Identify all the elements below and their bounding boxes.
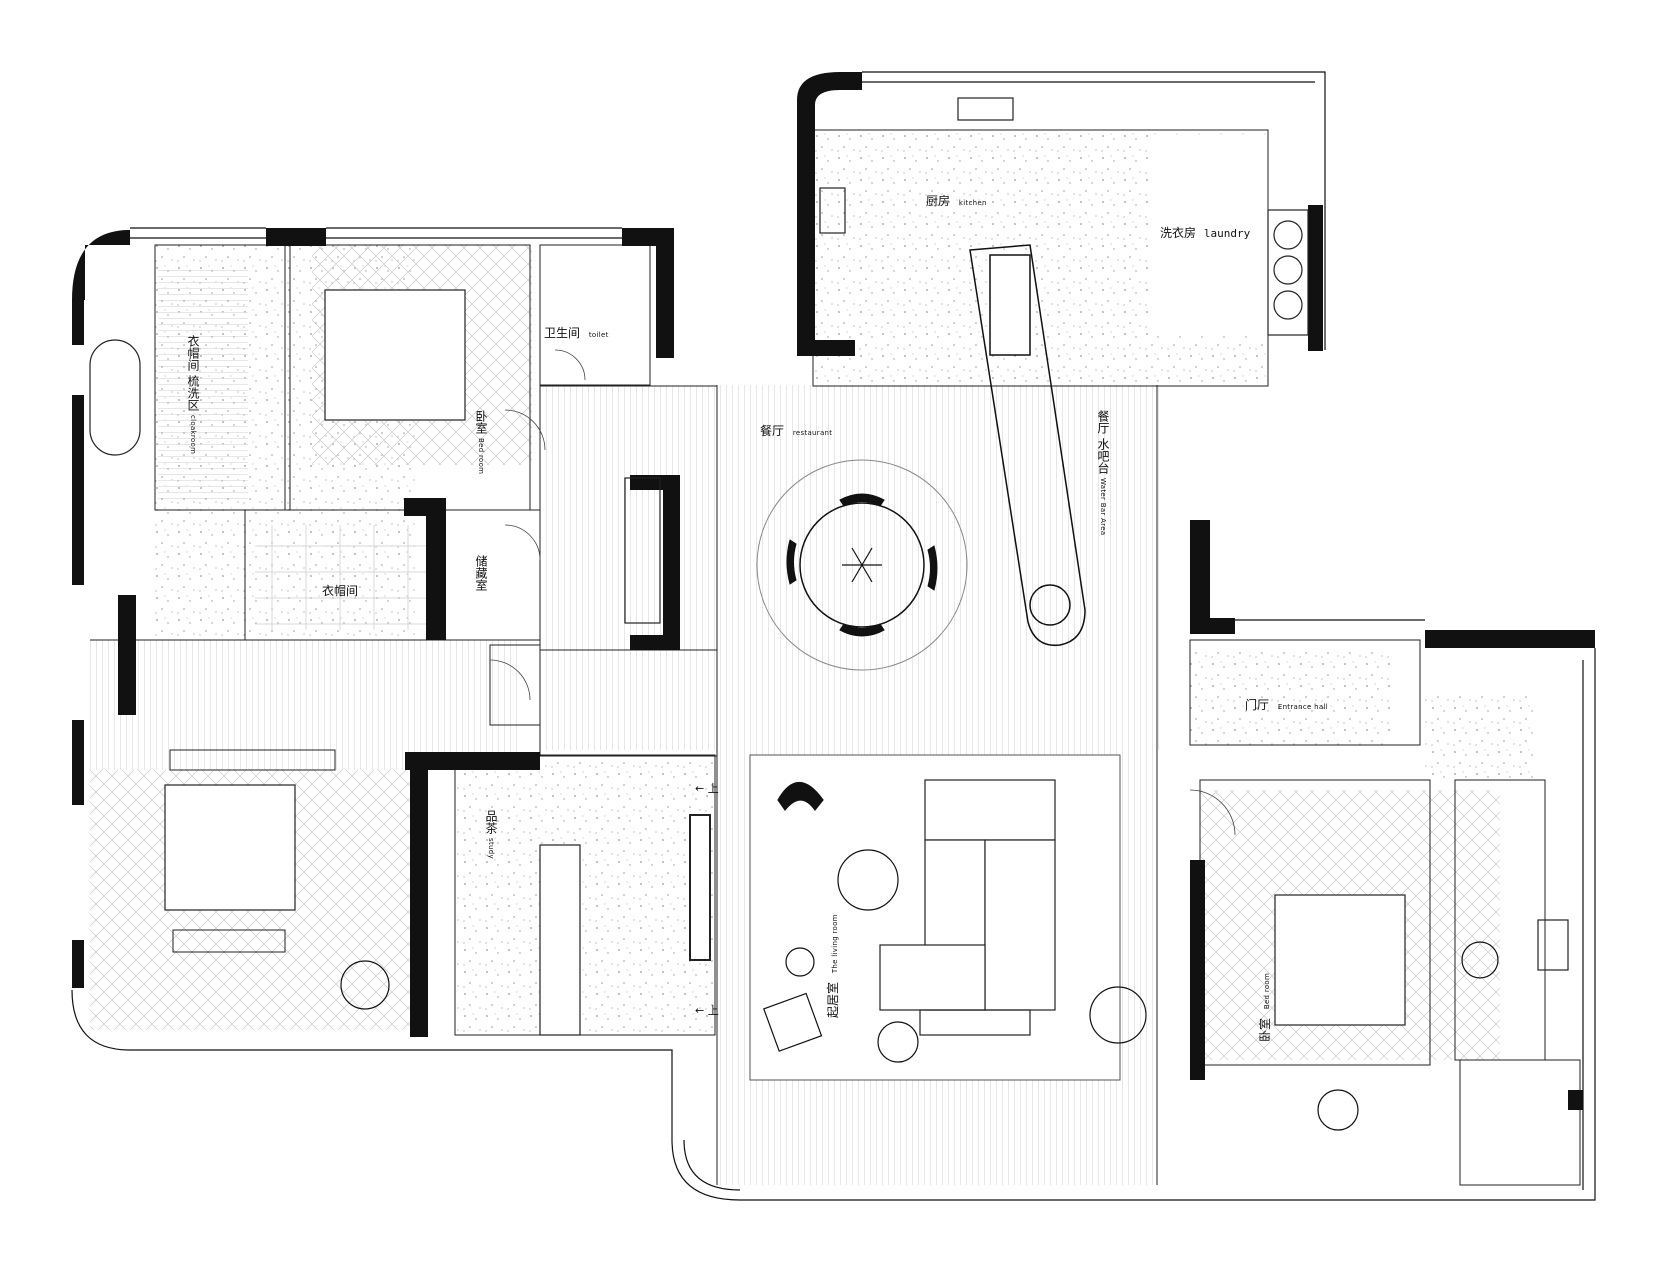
- label-closet: 衣帽间: [322, 584, 358, 598]
- label-bedroom-se-cn: 卧室: [1258, 1017, 1272, 1042]
- label-cloakroom-cn: 衣帽间 梳洗区: [186, 335, 200, 411]
- label-bedroom-nw-cn: 卧室: [474, 410, 488, 434]
- label-storage: 储藏室: [474, 555, 488, 591]
- label-cloakroom-en: cloakroom: [189, 414, 197, 454]
- label-bedroom-se-en: Bed room: [1263, 972, 1271, 1010]
- label-living-cn: 起居室: [826, 981, 840, 1018]
- label-bedroom-nw: 卧室 Bed room: [474, 410, 488, 474]
- beds: [164, 289, 1406, 1036]
- label-entrance-en: Entrance hall: [1277, 703, 1328, 711]
- label-study-en: study: [487, 837, 495, 859]
- stair-up-marker-top: ← 上: [695, 780, 719, 796]
- label-water-bar-cn: 餐厅 水吧台: [1096, 410, 1110, 474]
- furniture-decor: [340, 782, 1499, 1131]
- bar-counter: [969, 244, 1086, 647]
- label-restaurant: 餐厅 restaurant: [760, 424, 832, 440]
- stair-up-text: 上: [707, 782, 719, 795]
- label-water-bar-en: Water Bar Area: [1099, 477, 1107, 536]
- label-cloakroom: 衣帽间 梳洗区 cloakroom: [186, 335, 200, 454]
- up-arrow-icon: ←: [695, 782, 705, 795]
- label-restaurant-cn: 餐厅: [760, 424, 785, 438]
- label-kitchen-en: kitchen: [958, 199, 987, 207]
- label-laundry: 洗衣房 laundry: [1160, 226, 1250, 241]
- label-living: 起居室 The living room: [826, 914, 842, 1018]
- label-laundry-cn: 洗衣房: [1160, 226, 1197, 240]
- up-arrow-icon: ←: [695, 1004, 705, 1017]
- label-bedroom-se: 卧室 Bed room: [1258, 973, 1274, 1042]
- label-entrance-cn: 门厅: [1245, 698, 1270, 712]
- exterior-lines: [71, 71, 1596, 1201]
- dining-table: [756, 459, 968, 671]
- label-restaurant-en: restaurant: [792, 429, 833, 437]
- label-laundry-en: laundry: [1203, 227, 1251, 240]
- walls: [72, 72, 1595, 1110]
- label-closet-cn: 衣帽间: [322, 584, 359, 598]
- label-toilet-en: toilet: [588, 331, 609, 339]
- label-kitchen-cn: 厨房: [926, 194, 951, 208]
- label-water-bar: 餐厅 水吧台 Water Bar Area: [1096, 410, 1110, 535]
- stair-up-text: 上: [707, 1004, 719, 1017]
- label-toilet-cn: 卫生间: [544, 326, 581, 340]
- door-swings: [489, 349, 1236, 836]
- sofa: [879, 779, 1056, 1036]
- label-study-cn: 品茶: [484, 810, 498, 834]
- label-toilet: 卫生间 toilet: [544, 326, 609, 342]
- label-entrance: 门厅 Entrance hall: [1245, 698, 1328, 714]
- label-bedroom-nw-en: Bed room: [477, 437, 485, 475]
- stair-up-marker-bottom: ← 上: [695, 1002, 719, 1018]
- label-living-en: The living room: [831, 914, 839, 974]
- label-storage-cn: 储藏室: [474, 555, 488, 591]
- fixtures: [89, 97, 1569, 971]
- label-study: 品茶 study: [484, 810, 498, 859]
- label-kitchen: 厨房 kitchen: [926, 194, 987, 210]
